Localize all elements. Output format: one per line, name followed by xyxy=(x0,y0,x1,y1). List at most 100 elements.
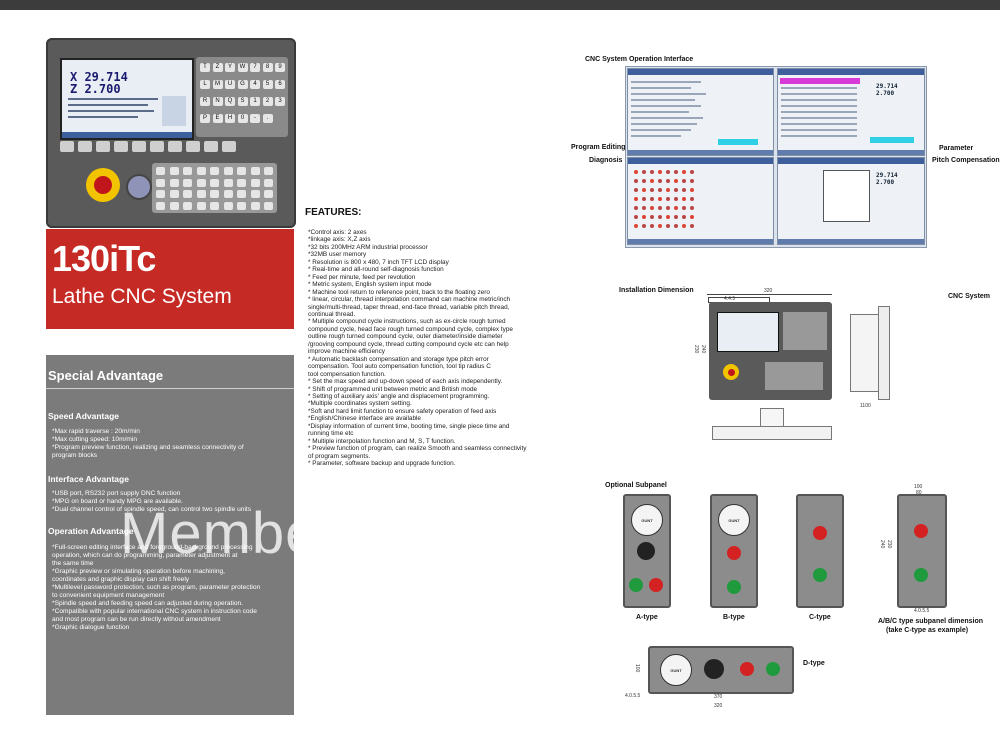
screen-z-value: 2.700 xyxy=(876,90,895,97)
diagnosis-indicator xyxy=(666,197,670,201)
list-item: the same time xyxy=(52,560,94,567)
product-subtitle: Lathe CNC System xyxy=(52,285,232,308)
feature-item: *Multiple coordinates system setting. xyxy=(308,400,412,408)
keypad-key: M xyxy=(212,80,223,89)
diagnosis-indicator xyxy=(658,206,662,210)
diagnosis-indicator xyxy=(634,215,638,219)
red-button xyxy=(649,578,663,592)
diagnosis-indicator xyxy=(642,215,646,219)
optional-subpanel-title: Optional Subpanel xyxy=(605,482,667,489)
dim-height: 240 xyxy=(700,345,706,354)
diagnosis-indicator xyxy=(690,197,694,201)
operation-key xyxy=(183,201,192,210)
keypad-key: G xyxy=(237,80,248,89)
diagnosis-indicator xyxy=(674,215,678,219)
operation-key xyxy=(237,167,246,175)
keypad-key: U xyxy=(225,80,235,89)
list-item: *Graphic preview or simulating operation… xyxy=(52,568,225,575)
subpanel-a: GUNT xyxy=(623,494,671,608)
keypad-key: P xyxy=(200,114,210,123)
list-item: coordinates and graphic display can shif… xyxy=(52,576,190,583)
diagnosis-indicator xyxy=(634,188,638,192)
feature-item: tool compensation function. xyxy=(308,370,386,378)
feature-item: outline rough turned compound cycle, out… xyxy=(308,333,503,341)
dimension-line xyxy=(707,294,832,295)
function-key xyxy=(186,141,200,152)
diagnosis-indicator xyxy=(690,215,694,219)
keypad-key: L xyxy=(200,80,210,89)
dim-width: 320 xyxy=(764,288,773,294)
list-item: *Dual channel control of spindle speed, … xyxy=(52,506,252,513)
dim-subpanel-height: 240 xyxy=(879,540,885,549)
feature-item: *32MB user memory xyxy=(308,251,367,259)
feature-item: * Multiple interpolation function and M,… xyxy=(308,437,456,445)
diagnosis-indicator xyxy=(634,224,638,228)
interface-advantage-list: *USB port, RS232 port supply DNC functio… xyxy=(52,490,292,514)
list-item: *Graphic dialogue function xyxy=(52,624,130,631)
green-button xyxy=(727,580,741,594)
function-key xyxy=(222,141,236,152)
feature-item: * Setting of auxiliary axis' angle and d… xyxy=(308,392,490,400)
list-item: *Full-screen editing interface and foreg… xyxy=(52,544,253,551)
section-title: Operation Advantage xyxy=(48,526,134,536)
keypad-key: R xyxy=(200,97,210,106)
selector-switch xyxy=(704,659,724,679)
diagnosis-indicator xyxy=(674,188,678,192)
panel-function-keys xyxy=(60,141,290,153)
lcd-z-value: Z 2.700 xyxy=(70,82,121,96)
feature-item: *Control axis: 2 axes xyxy=(308,229,367,236)
operation-key xyxy=(183,167,192,175)
operation-key xyxy=(156,167,165,175)
diagnosis-indicator xyxy=(666,170,670,174)
function-key xyxy=(150,141,164,152)
keypad-key: 5 xyxy=(262,80,273,89)
divider xyxy=(46,388,294,389)
diagnosis-indicator xyxy=(634,170,638,174)
cnc-system-label: CNC System xyxy=(948,293,991,300)
dim-d-hole: 4.0.5.5 xyxy=(625,693,641,699)
operation-key xyxy=(183,178,192,187)
label-parameter: Parameter xyxy=(939,145,974,152)
list-item: program blocks xyxy=(52,452,98,459)
feature-item: *Display information of current time, bo… xyxy=(308,422,510,430)
diagnosis-indicator xyxy=(682,170,686,174)
keypad-key: T xyxy=(200,63,210,72)
diagnosis-indicator xyxy=(666,215,670,219)
operation-key xyxy=(196,201,206,210)
diagnosis-indicator xyxy=(682,215,686,219)
function-key xyxy=(78,141,92,152)
diagnosis-indicator xyxy=(682,206,686,210)
title-box xyxy=(46,229,294,329)
diagnosis-indicator xyxy=(690,206,694,210)
operation-key xyxy=(237,201,246,210)
keypad-key: 7 xyxy=(250,63,260,72)
feature-item: single/multi-thread, taper thread, end-f… xyxy=(308,303,510,311)
operation-key xyxy=(264,167,273,175)
panel-operation-keys xyxy=(152,163,277,213)
keypad-key: 8 xyxy=(262,63,273,72)
section-title: Interface Advantage xyxy=(48,474,129,484)
pitch-compensation-screen: 29.714 2.700 xyxy=(777,157,925,245)
label-d-type: D-type xyxy=(803,660,825,667)
diagnosis-indicator xyxy=(674,179,678,183)
dim-subpanel-hole: 4.0.5.5 xyxy=(914,608,930,614)
diagnosis-indicator xyxy=(682,188,686,192)
feature-item: * Real-time and all-round self-diagnosis… xyxy=(308,266,444,274)
feature-item: compound cycle, head face rough turned c… xyxy=(308,325,513,333)
keypad-key: 9 xyxy=(275,63,285,72)
diagnosis-indicator xyxy=(658,170,662,174)
parameter-screen: 29.714 2.700 xyxy=(777,68,925,156)
screen-x-value: 29.714 xyxy=(876,83,898,90)
keypad-key: 3 xyxy=(275,97,285,106)
operation-key xyxy=(156,178,165,187)
feature-item: * Set the max speed and up-down speed of… xyxy=(308,378,503,386)
features-heading: FEATURES: xyxy=(305,207,362,218)
red-button xyxy=(914,524,928,538)
red-button xyxy=(727,546,741,560)
feature-item: * Automatic backlash compensation and st… xyxy=(308,355,489,363)
operation-key xyxy=(250,190,260,198)
keypad-key: 6 xyxy=(275,80,285,89)
diagnosis-indicator xyxy=(666,206,670,210)
installation-panel-drawing xyxy=(709,302,832,400)
